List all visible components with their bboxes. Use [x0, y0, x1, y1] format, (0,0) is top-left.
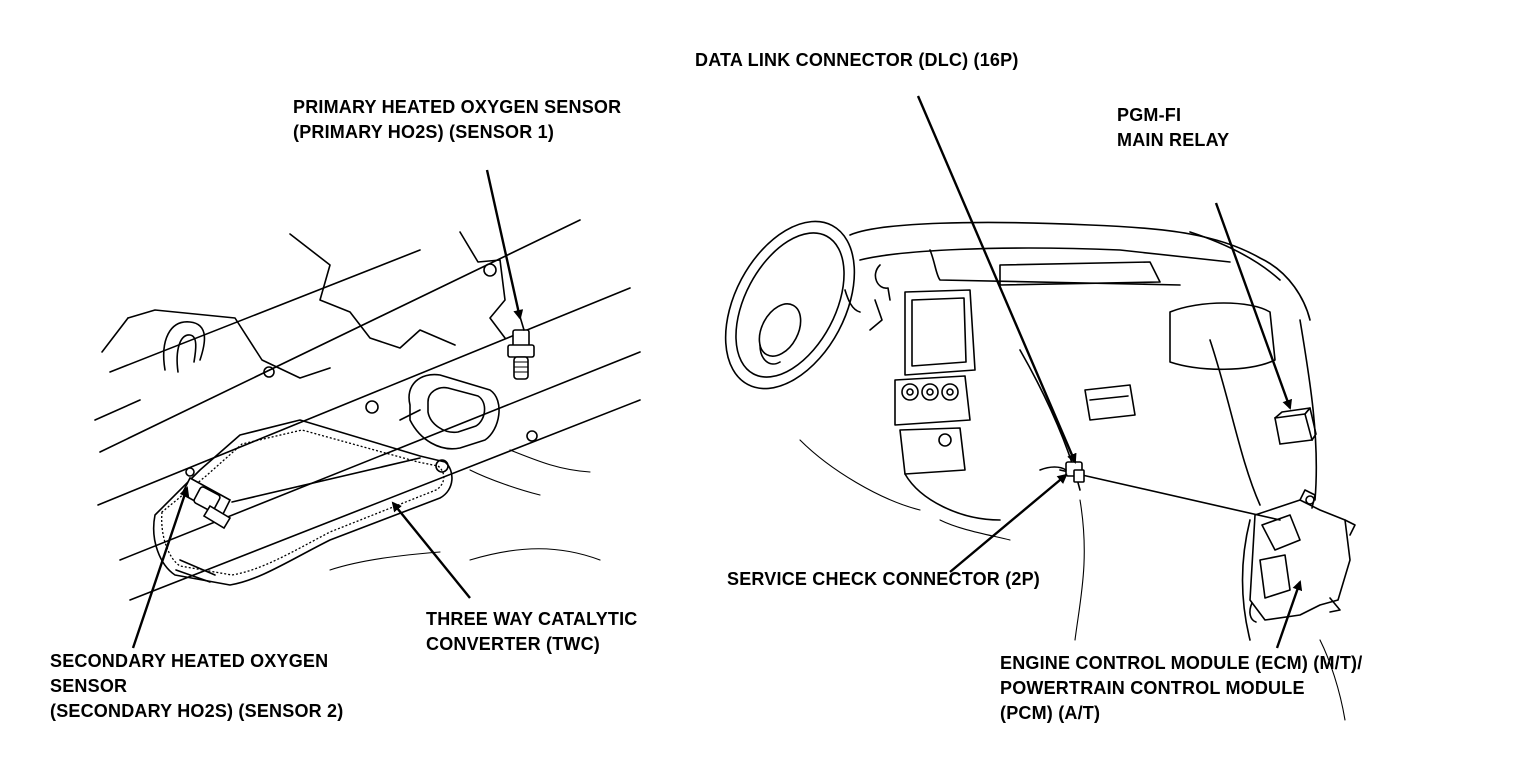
label-main-relay-line1: PGM-FI: [1117, 105, 1182, 125]
label-primary-ho2s: PRIMARY HEATED OXYGEN SENSOR (PRIMARY HO…: [293, 95, 621, 145]
label-ecm-pcm-line2: POWERTRAIN CONTROL MODULE: [1000, 678, 1305, 698]
label-main-relay-line2: MAIN RELAY: [1117, 130, 1230, 150]
label-secondary-ho2s-line2: SENSOR: [50, 676, 128, 696]
leader-primary-ho2s: [485, 169, 524, 320]
exhaust-underbody-illustration: [94, 219, 641, 601]
label-secondary-ho2s-line3: (SECONDARY HO2S) (SENSOR 2): [50, 701, 344, 721]
label-secondary-ho2s: SECONDARY HEATED OXYGEN SENSOR (SECONDAR…: [50, 649, 343, 724]
leader-secondary-ho2s: [131, 486, 190, 649]
pgm-fi-main-relay: [1274, 407, 1317, 445]
steering-wheel: [724, 220, 856, 390]
dlc-connector: [1039, 461, 1085, 483]
label-twc-line2: CONVERTER (TWC): [426, 634, 600, 654]
label-dlc-line1: DATA LINK CONNECTOR (DLC) (16P): [695, 50, 1019, 70]
label-service-check: SERVICE CHECK CONNECTOR (2P): [727, 567, 1040, 592]
leader-lines: [131, 95, 1303, 649]
label-ecm-pcm: ENGINE CONTROL MODULE (ECM) (M/T)/ POWER…: [1000, 651, 1362, 726]
leader-main-relay: [1214, 202, 1292, 410]
label-twc-line1: THREE WAY CATALYTIC: [426, 609, 638, 629]
leader-dlc: [916, 95, 1077, 464]
leader-ecm-pcm: [1275, 580, 1303, 649]
label-main-relay: PGM-FI MAIN RELAY: [1117, 103, 1229, 153]
leader-twc: [391, 501, 471, 599]
label-dlc: DATA LINK CONNECTOR (DLC) (16P): [695, 48, 1019, 73]
label-service-check-line1: SERVICE CHECK CONNECTOR (2P): [727, 569, 1040, 589]
label-twc: THREE WAY CATALYTIC CONVERTER (TWC): [426, 607, 638, 657]
leader-service-check: [949, 473, 1068, 573]
ecm-pcm-unit: [1241, 489, 1356, 641]
primary-ho2s-sensor: [507, 309, 535, 380]
label-ecm-pcm-line3: (PCM) (A/T): [1000, 703, 1101, 723]
label-secondary-ho2s-line1: SECONDARY HEATED OXYGEN: [50, 651, 329, 671]
dashboard-illustration: [724, 220, 1356, 721]
label-primary-ho2s-line1: PRIMARY HEATED OXYGEN SENSOR: [293, 97, 622, 117]
secondary-ho2s-sensor: [180, 457, 421, 530]
label-primary-ho2s-line2: (PRIMARY HO2S) (SENSOR 1): [293, 122, 555, 142]
center-console: [894, 289, 1001, 521]
label-ecm-pcm-line1: ENGINE CONTROL MODULE (ECM) (M/T)/: [1000, 653, 1363, 673]
